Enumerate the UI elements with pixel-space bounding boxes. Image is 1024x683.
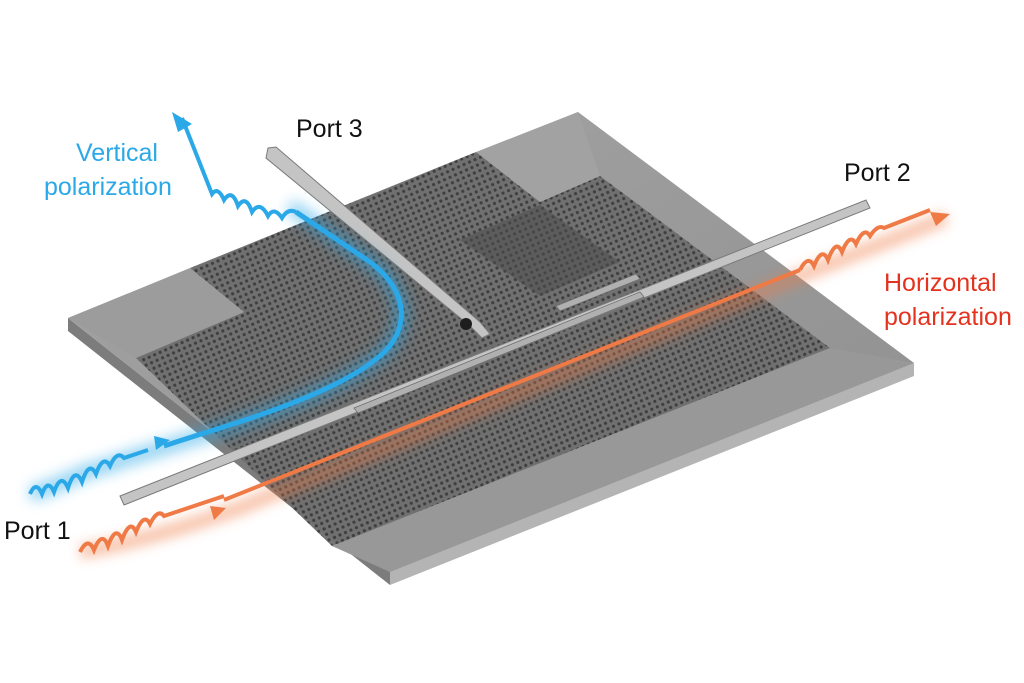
port-2-label: Port 2 bbox=[844, 158, 911, 188]
port-3-label: Port 3 bbox=[296, 114, 363, 144]
vertical-beam-arrowhead-out bbox=[172, 112, 192, 132]
vertical-polarization-label-line1: Vertical bbox=[76, 138, 158, 168]
vertical-polarization-label-line2: polarization bbox=[44, 172, 172, 202]
horizontal-polarization-label-line2: polarization bbox=[884, 302, 1012, 332]
port-1-label: Port 1 bbox=[4, 516, 71, 546]
horizontal-polarization-label-line1: Horizontal bbox=[884, 268, 997, 298]
junction-defect bbox=[460, 318, 472, 330]
photonic-crystal bbox=[68, 112, 914, 572]
